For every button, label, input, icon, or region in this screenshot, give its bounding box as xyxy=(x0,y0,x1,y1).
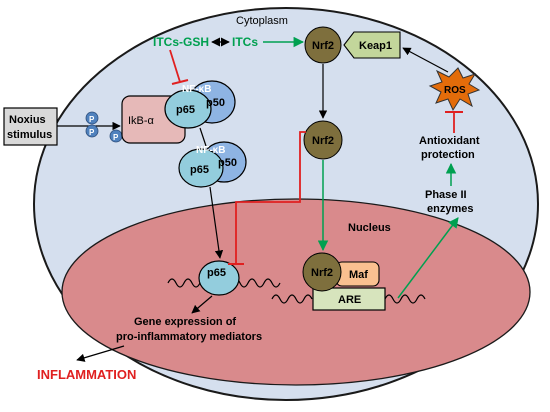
ros-star xyxy=(428,67,481,112)
ros-label: ROS xyxy=(444,85,466,96)
gene-expression-line1: Gene expression of xyxy=(134,316,236,328)
nrf2-inhibition-path xyxy=(235,131,306,264)
p65-nuclear xyxy=(198,260,240,296)
free-nfkb: p65 p50 NF-κB xyxy=(178,141,247,188)
svg-text:P: P xyxy=(89,115,95,124)
nfkb-label-mid: NF-κB xyxy=(196,145,225,156)
p65-label-nuclear: p65 xyxy=(207,267,226,279)
nrf2-cytoplasmic xyxy=(304,26,342,64)
phosphate-group: P P P xyxy=(85,111,123,143)
phosphate-2 xyxy=(85,124,99,138)
p65-subunit-top xyxy=(164,89,212,129)
ros-to-keap1-arrow xyxy=(402,47,449,73)
ikb-alpha-label: IkB-α xyxy=(128,115,155,127)
nrf2-free xyxy=(303,120,343,160)
nucleus-label: Nucleus xyxy=(348,222,391,234)
inflammation-label: INFLAMMATION xyxy=(37,367,136,382)
nucleus xyxy=(61,198,531,386)
gene-expression-line2: pro-inflammatory mediators xyxy=(116,331,262,343)
itcs-label: ITCs xyxy=(232,35,258,49)
phase2-line1: Phase II xyxy=(425,189,467,201)
gene-arrow xyxy=(191,295,213,314)
ikb-nfkb-complex: IkB-α p65 p50 NF-κB xyxy=(121,80,236,144)
p65-label-mid: p65 xyxy=(190,164,209,176)
p50-label-top: p50 xyxy=(206,97,225,109)
dna-strand-right xyxy=(271,294,426,304)
itcs-inhibition-line xyxy=(169,49,181,83)
itcs-inhibition-bar xyxy=(171,79,189,85)
antioxidant-line1: Antioxidant xyxy=(419,135,480,147)
svg-text:P: P xyxy=(113,133,119,142)
keap1 xyxy=(343,31,401,59)
maf-label: Maf xyxy=(349,269,368,281)
itcs-gsh-label: ITCs-GSH xyxy=(153,35,209,49)
noxius-stimulus-box xyxy=(3,107,58,146)
stimulus-label: stimulus xyxy=(7,129,52,141)
svg-text:P: P xyxy=(89,128,95,137)
p65-label-top: p65 xyxy=(176,104,195,116)
phosphate-1 xyxy=(85,111,99,125)
are-label: ARE xyxy=(338,294,361,306)
nfkb-label-top: NF-κB xyxy=(182,84,211,95)
noxius-label: Noxius xyxy=(9,114,46,126)
p65-subunit-mid xyxy=(178,148,224,188)
keap1-label: Keap1 xyxy=(359,40,392,52)
are-to-phase2-arrow xyxy=(397,217,459,299)
nrf2-label-top: Nrf2 xyxy=(312,40,334,52)
release-line xyxy=(199,127,207,147)
nrf2-nuclear xyxy=(302,252,342,292)
p50-label-mid: p50 xyxy=(218,157,237,169)
nrf2-label-nuclear: Nrf2 xyxy=(311,267,333,279)
nrf2-label-mid: Nrf2 xyxy=(312,135,334,147)
antioxidant-line2: protection xyxy=(421,149,475,161)
are-element xyxy=(312,287,386,311)
cytoplasm-label: Cytoplasm xyxy=(236,15,288,27)
phase2-line2: enzymes xyxy=(427,203,473,215)
nfkb-translocation-arrow xyxy=(209,186,224,259)
inflammation-arrow xyxy=(76,345,125,362)
